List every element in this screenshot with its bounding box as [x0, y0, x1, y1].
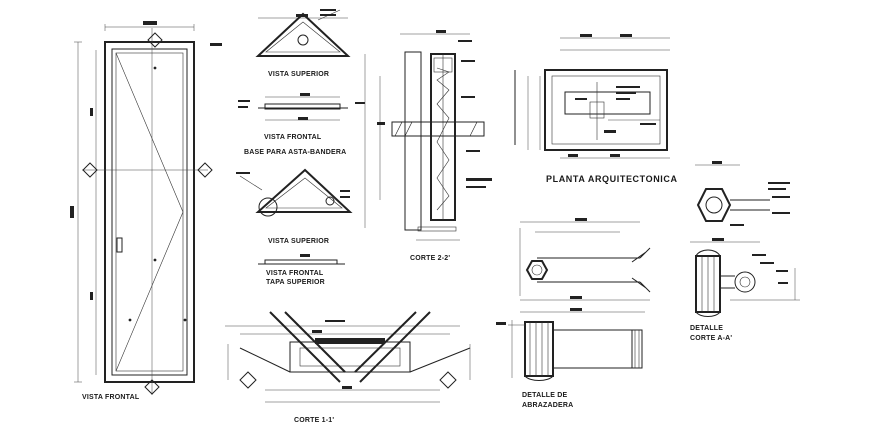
section-1-1-label: CORTE 1-1'	[294, 417, 334, 424]
door-front-view-label: VISTA FRONTAL	[82, 394, 140, 401]
section-2-2: CORTE 2-2'	[364, 30, 492, 262]
door-front-view: VISTA FRONTAL	[70, 21, 222, 401]
section-a-a-label-2: CORTE A-A'	[690, 335, 732, 342]
flag-base-title: BASE PARA ASTA-BANDERA	[244, 149, 346, 156]
cap-top-view-label: VISTA SUPERIOR	[268, 238, 329, 245]
section-a-a-label-1: DETALLE	[690, 325, 723, 332]
architectural-plan: PLANTA ARQUITECTONICA	[514, 34, 678, 184]
clamp-detail-label-2: ABRAZADERA	[522, 402, 573, 409]
flag-base-top-view-label: VISTA SUPERIOR	[268, 71, 329, 78]
flag-base-front-view: VISTA FRONTAL BASE PARA ASTA-BANDERA	[238, 93, 365, 156]
cap-front-view-label: VISTA FRONTAL	[266, 270, 324, 277]
cap-front-view: VISTA FRONTAL TAPA SUPERIOR	[258, 254, 345, 286]
flag-base-top-view: VISTA SUPERIOR	[255, 9, 351, 78]
cap-title: TAPA SUPERIOR	[266, 279, 325, 286]
clamp-detail-label-1: DETALLE DE	[522, 392, 568, 399]
flag-base-front-view-label: VISTA FRONTAL	[264, 134, 322, 141]
cap-top-view: VISTA SUPERIOR	[236, 168, 353, 245]
section-a-a-detail: DETALLE CORTE A-A'	[690, 161, 800, 342]
section-1-1: CORTE 1-1'	[225, 311, 471, 424]
section-2-2-label: CORTE 2-2'	[410, 255, 450, 262]
architectural-plan-label: PLANTA ARQUITECTONICA	[546, 174, 678, 184]
clamp-detail: DETALLE DE ABRAZADERA	[496, 218, 651, 409]
